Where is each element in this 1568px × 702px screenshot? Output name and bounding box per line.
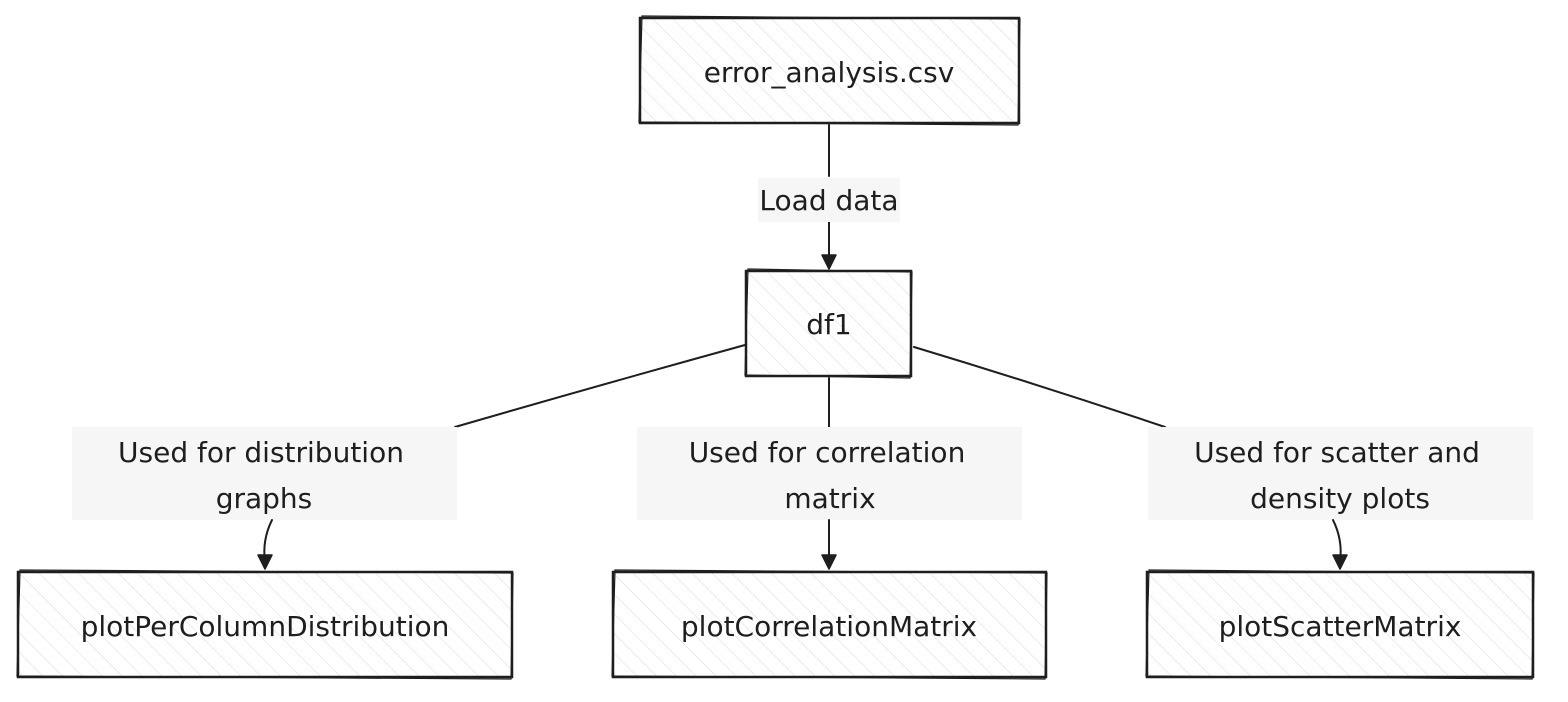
edge-label-distribution-line-2: graphs	[216, 482, 313, 515]
arrowhead-icon	[257, 554, 273, 570]
edge-label-scatter-line-1: Used for scatter and	[1194, 436, 1480, 469]
arrowhead-icon	[821, 254, 837, 270]
edge-label-distribution-line-1: Used for distribution	[118, 436, 404, 469]
node-label-correlation: plotCorrelationMatrix	[681, 610, 977, 643]
edge-scatter: Used for scatter and density plots	[913, 346, 1533, 570]
edge-load-data: Load data	[758, 124, 900, 270]
node-label-df1: df1	[806, 308, 851, 341]
node-label-distribution: plotPerColumnDistribution	[81, 610, 450, 643]
node-label-scatter: plotScatterMatrix	[1219, 610, 1462, 643]
node-correlation: plotCorrelationMatrix	[611, 569, 1048, 680]
node-source-file: error_analysis.csv	[638, 15, 1021, 126]
edge-label-correlation-line-2: matrix	[784, 482, 875, 515]
edge-label-scatter-line-2: density plots	[1250, 482, 1430, 515]
edge-correlation: Used for correlation matrix	[637, 377, 1022, 570]
arrowhead-icon	[1332, 554, 1348, 570]
edge-distribution: Used for distribution graphs	[72, 344, 746, 570]
edge-label-load-data: Load data	[759, 184, 898, 217]
node-distribution: plotPerColumnDistribution	[16, 569, 514, 680]
node-label-source-file: error_analysis.csv	[704, 56, 955, 89]
arrowhead-icon	[821, 554, 837, 570]
edge-label-correlation-line-1: Used for correlation	[689, 436, 966, 469]
node-scatter: plotScatterMatrix	[1145, 569, 1535, 680]
node-df1: df1	[744, 268, 913, 379]
